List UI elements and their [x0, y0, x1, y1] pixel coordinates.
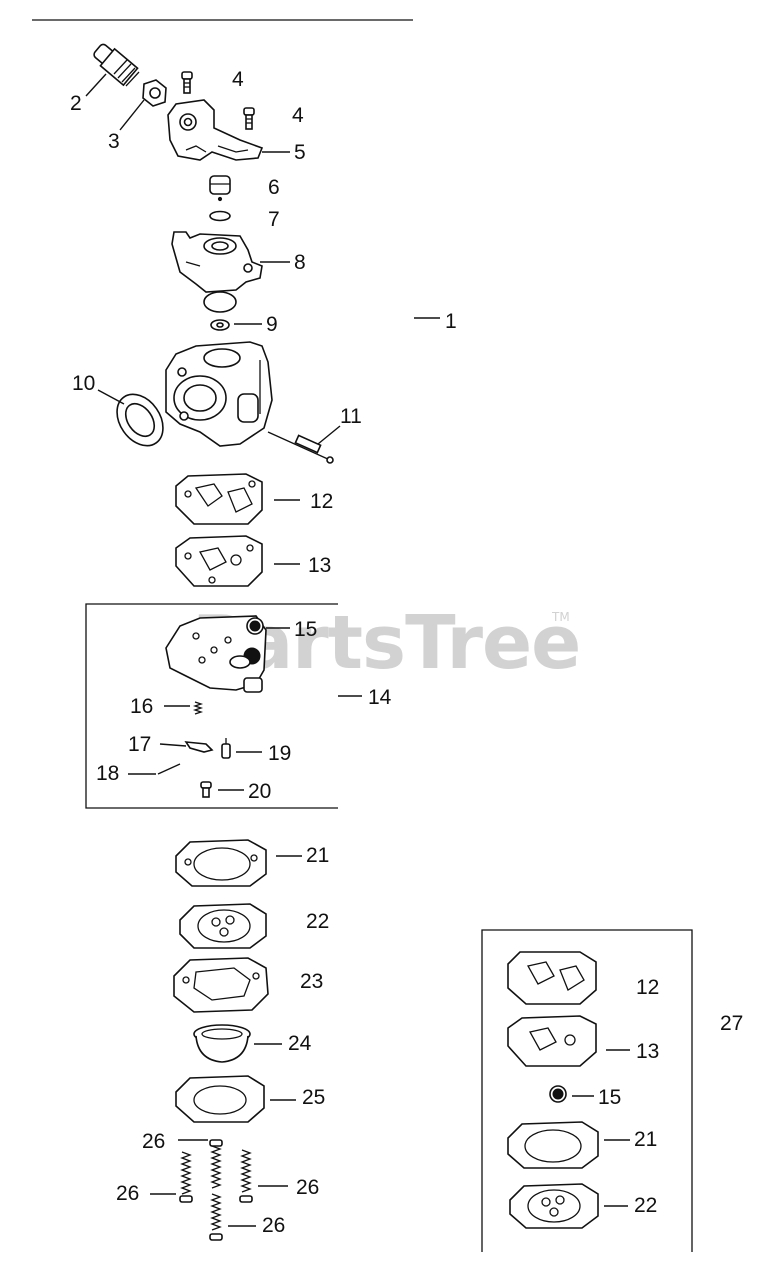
callout-4a: 4	[232, 68, 244, 91]
callout-labels: 2 3 4 4 5 6 7 8 9 1 10 11 12 13 15 14 16…	[70, 68, 743, 1237]
part-22-diaphragm[interactable]	[179, 903, 267, 949]
callout-26b: 26	[116, 1182, 139, 1205]
part-15-disc[interactable]	[246, 617, 264, 635]
callout-20: 20	[248, 780, 271, 803]
callout-14: 14	[368, 686, 392, 709]
part-6-cap[interactable]	[209, 175, 231, 202]
callout-5: 5	[294, 141, 306, 164]
part-19-valve[interactable]	[221, 738, 231, 759]
part-1-carburetor-body[interactable]	[165, 341, 273, 447]
callout-12: 12	[310, 490, 333, 513]
part-26-screw-b[interactable]	[209, 1139, 223, 1189]
callout-9: 9	[266, 313, 278, 336]
part-20-screw[interactable]	[200, 781, 212, 798]
callout-7: 7	[268, 208, 280, 231]
part-18-pin[interactable]	[157, 763, 181, 775]
callout-22: 22	[306, 910, 329, 933]
callout-24: 24	[288, 1032, 312, 1055]
part-26-screw-d[interactable]	[209, 1193, 223, 1241]
part-2-fitting[interactable]	[92, 43, 140, 87]
part-13-gasket[interactable]	[175, 535, 263, 587]
part-12-gasket[interactable]	[175, 473, 263, 525]
part-7-ring[interactable]	[209, 210, 231, 222]
kit-part-12-gasket[interactable]	[507, 951, 597, 1005]
callout-8: 8	[294, 251, 306, 274]
callout-11: 11	[340, 405, 362, 428]
part-9-clip[interactable]	[210, 319, 230, 331]
callout-10: 10	[72, 372, 95, 395]
callout-kit-15: 15	[598, 1086, 621, 1109]
kit-part-13-gasket[interactable]	[507, 1015, 597, 1067]
callout-25: 25	[302, 1086, 325, 1109]
callout-4b: 4	[292, 104, 304, 127]
callout-21: 21	[306, 844, 329, 867]
part-21-gasket[interactable]	[175, 839, 267, 887]
callout-kit-21: 21	[634, 1128, 657, 1151]
callout-26a: 26	[142, 1130, 165, 1153]
part-11-needle-shaft[interactable]	[267, 431, 334, 464]
group-14-frame	[85, 603, 338, 809]
kit-part-21-gasket[interactable]	[507, 1121, 599, 1169]
part-16-spring[interactable]	[192, 701, 204, 715]
callout-15: 15	[294, 618, 317, 641]
callout-kit-22: 22	[634, 1194, 657, 1217]
part-23-cover-plate[interactable]	[173, 957, 269, 1013]
callout-kit-12: 12	[636, 976, 659, 999]
part-25-retainer[interactable]	[175, 1075, 265, 1123]
part-10-seal-ring[interactable]	[108, 386, 173, 455]
callout-26c: 26	[296, 1176, 319, 1199]
part-26-screw-c[interactable]	[239, 1149, 253, 1203]
callout-27: 27	[720, 1012, 743, 1035]
callout-1: 1	[445, 310, 457, 333]
callout-13: 13	[308, 554, 331, 577]
part-5-throttle-lever[interactable]	[167, 99, 264, 161]
leader-lines	[85, 73, 630, 1227]
callout-26d: 26	[262, 1214, 285, 1237]
part-26-screw-a[interactable]	[179, 1151, 193, 1203]
part-4-screw-a[interactable]	[181, 71, 193, 94]
part-17-lever[interactable]	[184, 741, 214, 753]
callout-17: 17	[128, 733, 151, 756]
part-4-screw-b[interactable]	[243, 107, 255, 130]
callout-19: 19	[268, 742, 291, 765]
watermark-trademark: TM	[551, 610, 570, 624]
part-3-nut[interactable]	[142, 79, 167, 107]
callout-6: 6	[268, 176, 280, 199]
kit-part-15-disc[interactable]	[549, 1085, 567, 1103]
callout-2: 2	[70, 92, 82, 115]
kit-part-22-diaphragm[interactable]	[509, 1183, 599, 1229]
callout-23: 23	[300, 970, 323, 993]
callout-16: 16	[130, 695, 153, 718]
part-14-pump-body[interactable]	[165, 615, 267, 693]
kit-27-frame	[481, 929, 693, 1252]
callout-kit-13: 13	[636, 1040, 659, 1063]
callout-3: 3	[108, 130, 120, 153]
callout-18: 18	[96, 762, 119, 785]
part-8-upper-housing[interactable]	[171, 231, 263, 313]
part-24-primer-bulb[interactable]	[193, 1024, 251, 1063]
